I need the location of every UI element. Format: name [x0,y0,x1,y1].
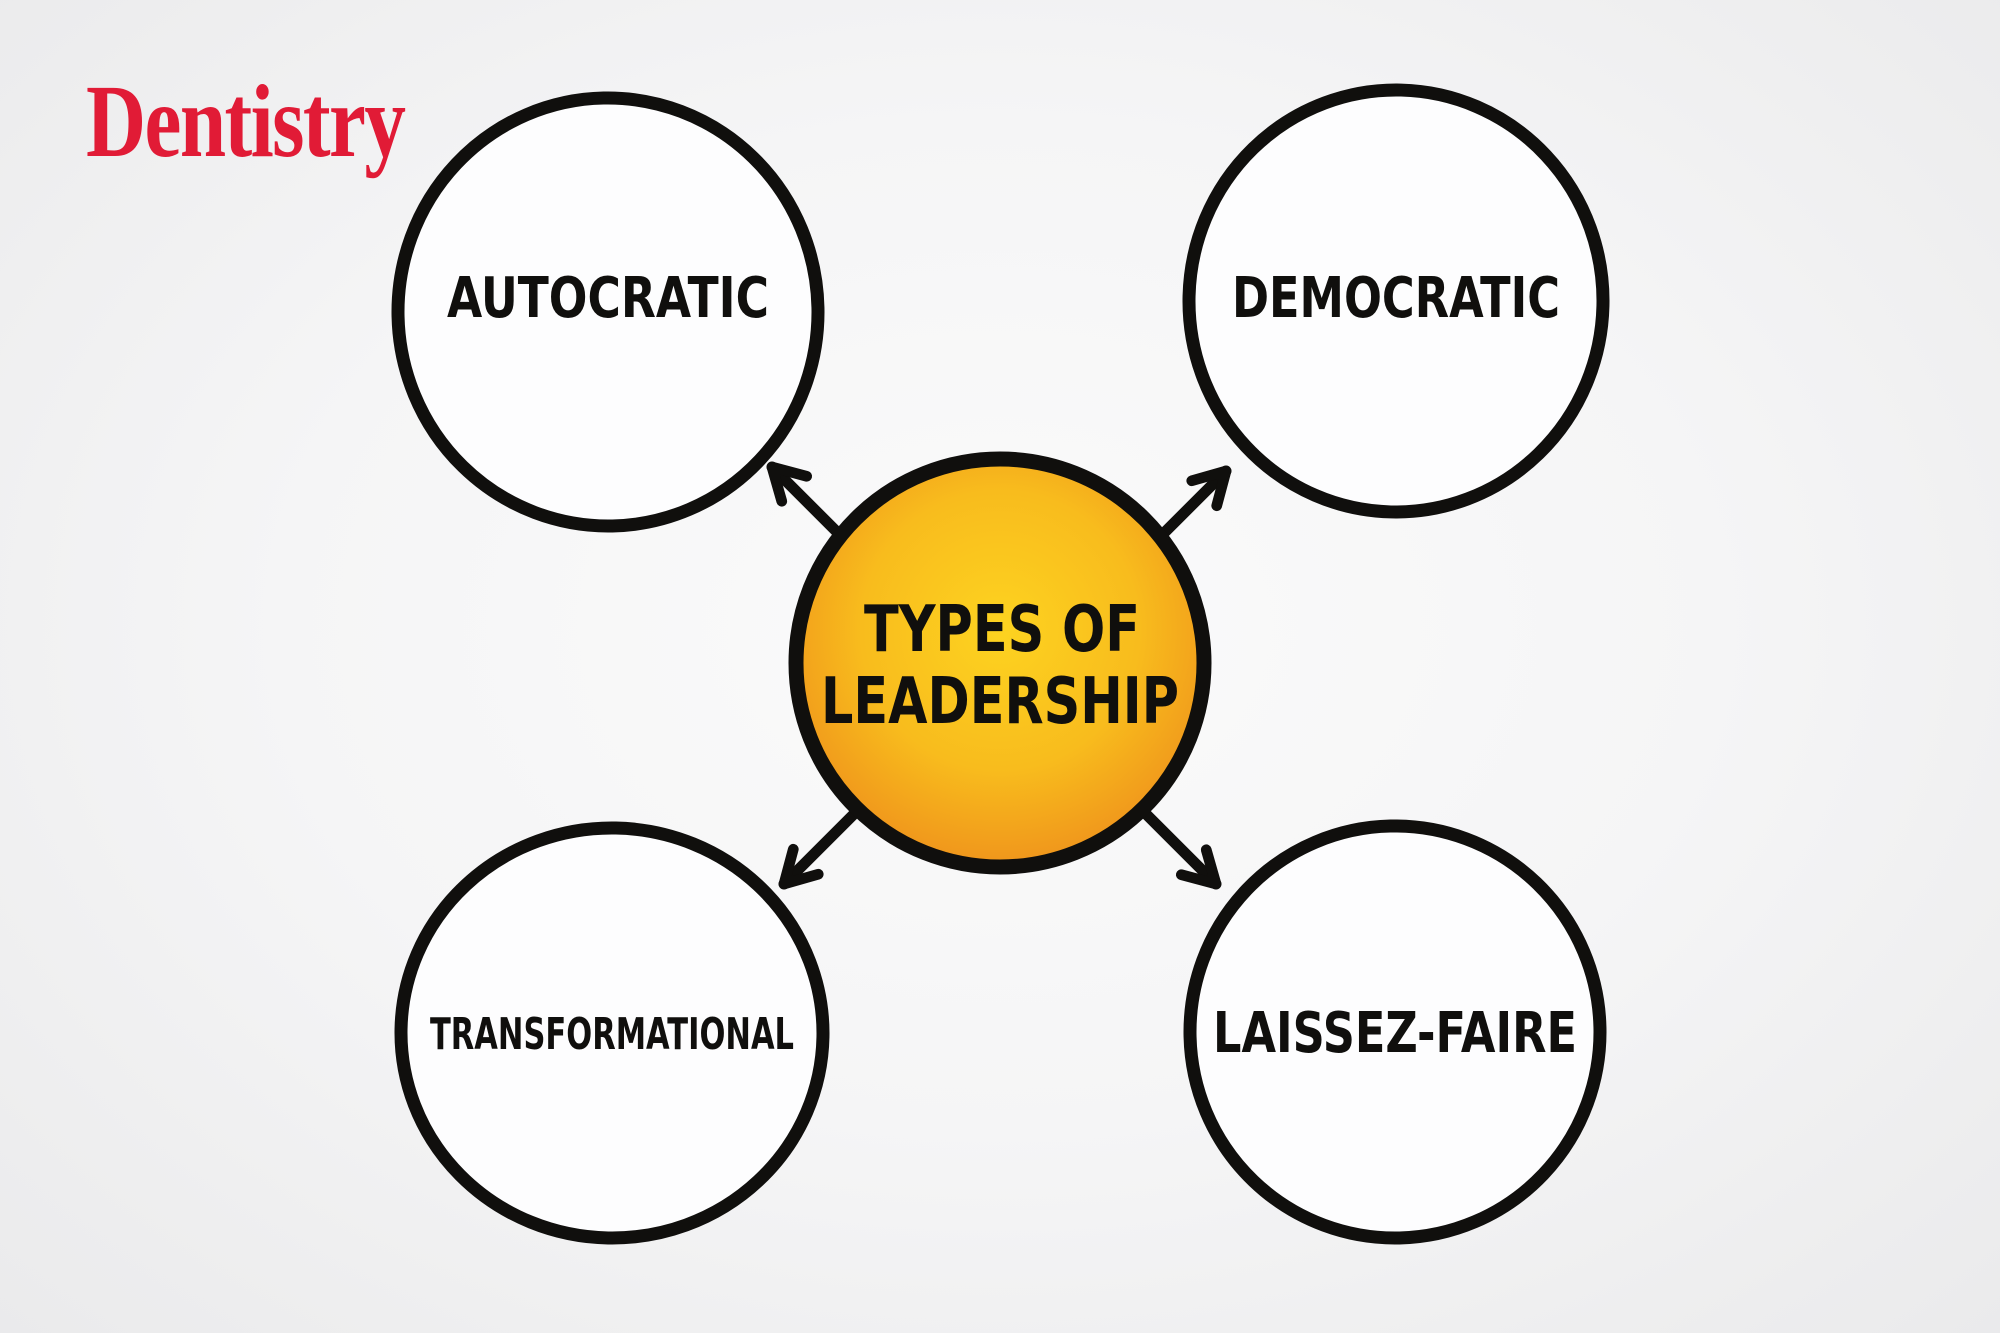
node-label-laissez-faire: LAISSEZ-FAIRE [1213,1001,1577,1066]
dentistry-logo: Dentistry [86,64,406,179]
center-node-label-line2: LEADERSHIP [821,665,1179,739]
node-label-autocratic: AUTOCRATIC [447,266,769,331]
node-circle-autocratic [391,91,825,533]
node-transformational: TRANSFORMATIONAL [394,821,830,1245]
node-circle-laissez-faire [1183,819,1607,1245]
node-label-democratic: DEMOCRATIC [1232,266,1560,331]
node-autocratic: AUTOCRATIC [391,91,825,533]
center-node: TYPES OF LEADERSHIP [788,451,1212,875]
node-democratic: DEMOCRATIC [1182,83,1610,519]
node-circle-democratic [1182,83,1610,519]
node-label-transformational: TRANSFORMATIONAL [430,1009,794,1060]
node-laissez-faire: LAISSEZ-FAIRE [1183,819,1607,1245]
center-node-circle [788,451,1212,875]
center-node-label-line1: TYPES OF [864,593,1140,667]
node-circle-transformational [394,821,830,1245]
